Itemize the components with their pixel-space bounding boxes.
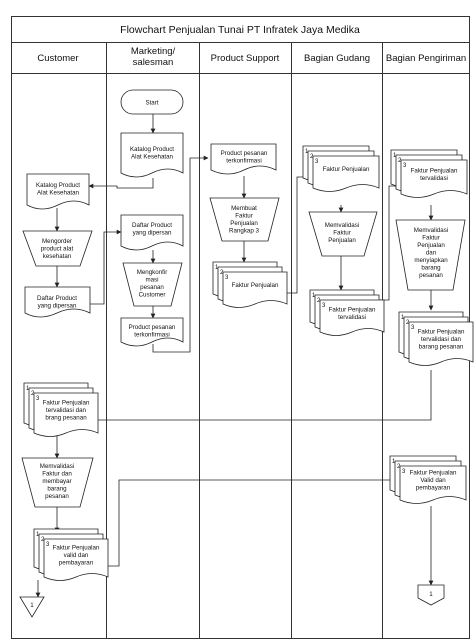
copy-number: 2: [398, 158, 402, 164]
copy-number: 3: [315, 159, 319, 165]
manual-op-mengorder: [22, 230, 93, 267]
doc-katalog-marketing: [120, 132, 184, 178]
copy-number: 2: [31, 391, 35, 397]
arrow-katalog-to-customer: [88, 178, 154, 189]
copy-number: 1: [26, 386, 30, 392]
copy-number: 3: [46, 542, 50, 548]
stack-sheet: [400, 159, 468, 198]
copy-number: 1: [305, 149, 309, 155]
stack-sheet: [312, 155, 380, 192]
manual-op-memvalidasi-customer: [21, 457, 94, 508]
connector-customer-label: 1: [30, 602, 34, 609]
copy-number: 3: [225, 275, 229, 281]
stack-sheet: [222, 271, 288, 308]
copy-number: 3: [36, 396, 40, 402]
lane-header-product-support: Product Support: [211, 53, 280, 64]
lane-header-bagian-gudang: Bagian Gudang: [304, 53, 370, 64]
stack-label: Faktur Penjualan: [232, 282, 279, 289]
copy-number: 1: [401, 315, 405, 321]
arrow-pengiriman-to-customer: [92, 370, 432, 423]
copy-number: 2: [310, 154, 314, 160]
stack-sheet: [33, 392, 99, 437]
manual-op-memvalidasi-pengiriman: [395, 219, 466, 291]
arrow-daftar-to-marketing: [90, 229, 122, 305]
start-label: Start: [145, 100, 158, 107]
copy-number: 3: [411, 325, 415, 331]
copy-number: 3: [322, 303, 326, 309]
copy-number: 3: [402, 469, 406, 475]
copy-number: 2: [397, 464, 401, 470]
copy-number: 1: [36, 532, 40, 538]
copy-number: 3: [403, 163, 407, 169]
diagram-title: Flowchart Penjualan Tunai PT Infratek Ja…: [120, 24, 360, 36]
lane-header-bagian-pengiriman: Bagian Pengiriman: [386, 53, 466, 64]
copy-number: 2: [317, 298, 321, 304]
arrow-pesanan-to-support: [152, 155, 209, 353]
triangle-connector-customer: [19, 596, 45, 618]
stack-sheet: [319, 299, 385, 336]
pentagon-connector-pengiriman: [417, 584, 445, 606]
copy-number: 1: [392, 459, 396, 465]
doc-katalog-customer: [26, 173, 90, 210]
copy-number: 1: [215, 265, 219, 271]
copy-number: 2: [41, 537, 45, 543]
doc-daftar-customer: [24, 286, 91, 318]
lane-header-customer: Customer: [37, 53, 78, 64]
copy-number: 1: [312, 293, 316, 299]
copy-number: 2: [220, 270, 224, 276]
stack-sheet: [399, 465, 467, 504]
manual-op-memvalidasi-gudang: [308, 211, 378, 257]
connector-pengiriman-label: 1: [429, 591, 433, 598]
manual-op-membuat-faktur: [209, 197, 280, 242]
doc-pesanan-marketing: [120, 317, 184, 347]
start-terminator: [120, 89, 184, 115]
manual-op-mengkonfirmasi: [122, 262, 183, 307]
copy-number: 1: [393, 153, 397, 159]
lane-header-marketing: Marketing/salesman: [131, 46, 176, 68]
copy-number: 2: [406, 320, 410, 326]
stack-label: Faktur Penjualan: [323, 166, 370, 173]
stack-sheet: [408, 321, 474, 366]
doc-daftar-marketing: [120, 214, 184, 251]
doc-pesanan-support: [210, 143, 277, 175]
stack-sheet: [43, 538, 109, 581]
